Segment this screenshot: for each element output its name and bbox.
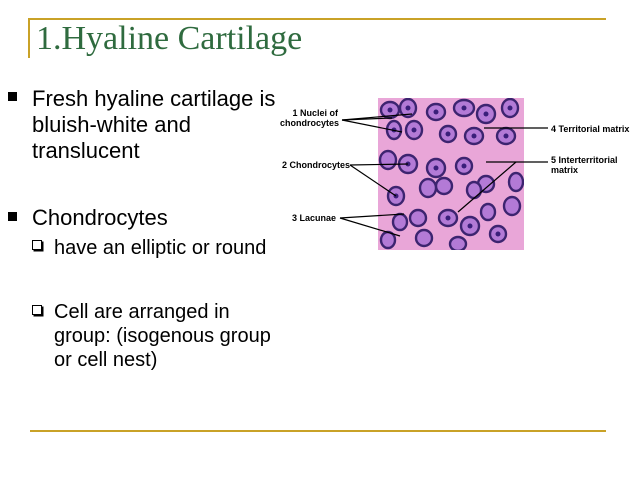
bullet-marker <box>8 92 17 101</box>
chondrocyte-nuclei <box>387 105 513 237</box>
subbullet-marker <box>32 240 42 250</box>
subbullet-elliptic: have an elliptic or round <box>54 237 267 259</box>
label-interterritorial-matrix: 5 Interterritorial matrix <box>551 155 618 175</box>
bullet-fresh-hyaline: Fresh hyaline cartilage is bluish-white … <box>32 86 276 163</box>
subbullet-marker <box>32 305 42 315</box>
hyaline-cartilage-micrograph <box>378 98 524 250</box>
subbullet-isogenous: Cell are arranged in group: (isogenous g… <box>54 301 271 371</box>
bullet-marker <box>8 212 17 221</box>
label-territorial-matrix: 4 Territorial matrix <box>551 124 630 134</box>
bottom-rule <box>30 430 606 432</box>
left-accent-rule <box>28 20 30 58</box>
bullet-chondrocytes: Chondrocytes <box>32 205 168 230</box>
label-chondrocytes: 2 Chondrocytes <box>282 160 351 170</box>
slide-title: 1.Hyaline Cartilage <box>36 20 303 57</box>
top-rule <box>28 18 606 20</box>
label-lacunae: 3 Lacunae <box>292 213 337 223</box>
label-nuclei: 1 Nuclei of chondrocytes <box>280 108 340 128</box>
